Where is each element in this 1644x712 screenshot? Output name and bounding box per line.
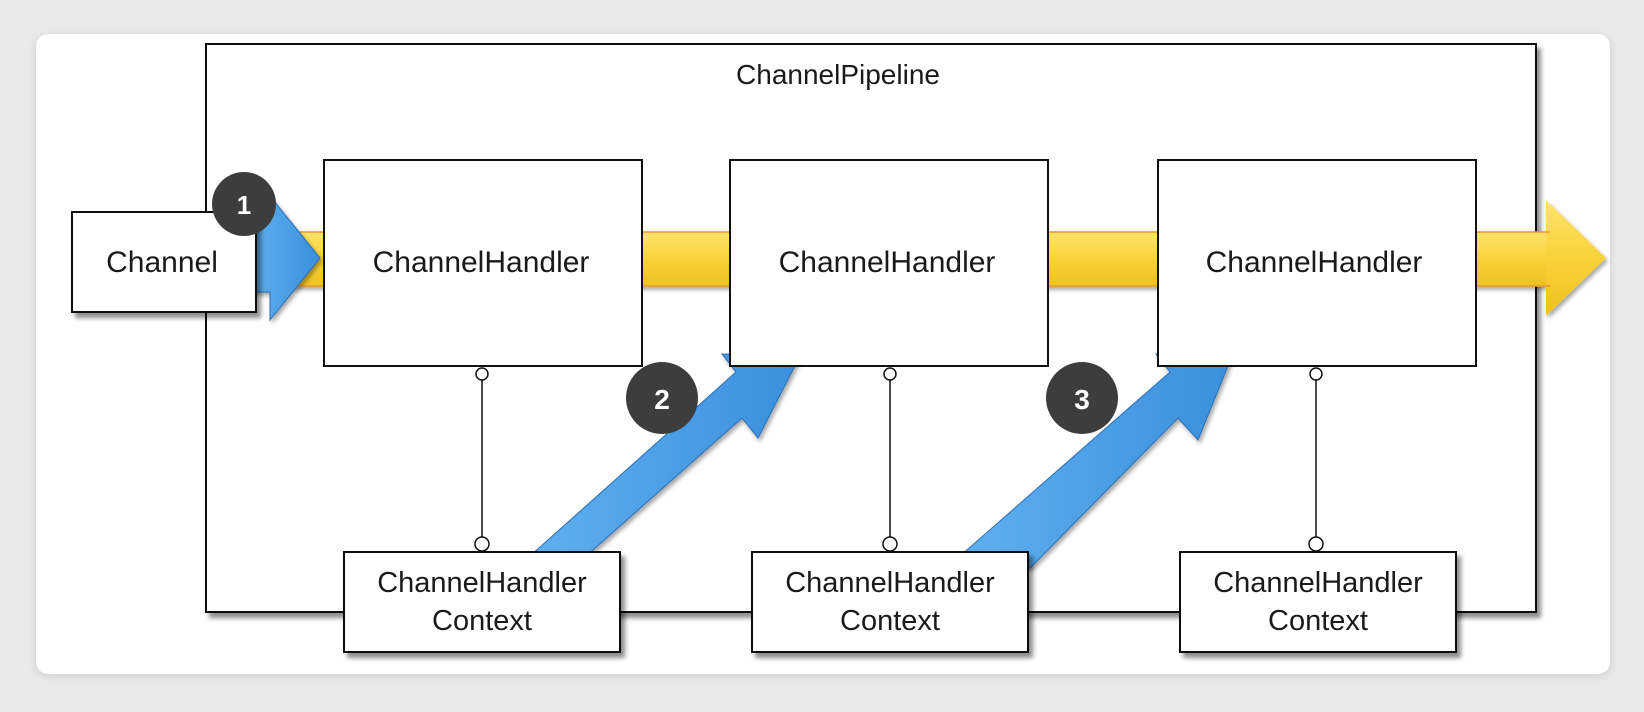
channel-handler-label-3: ChannelHandler [1206,246,1423,279]
step-badge-label-2: 2 [654,384,670,415]
channel-handler-box-3 [1157,159,1477,367]
handler-context-box-1 [343,551,621,653]
step-badge-3: 3 [1046,362,1118,434]
context-arrow-2 [528,353,801,557]
pipeline-title: ChannelPipeline [736,59,940,90]
step-badge-2: 2 [626,362,698,434]
step-badge-label-3: 3 [1074,384,1090,415]
context-arrow-3 [958,353,1233,569]
handler-context-label-2b: Context [840,605,940,637]
channel-handler-label-2: ChannelHandler [779,246,996,279]
step-badge-label-1: 1 [237,190,251,220]
handler-context-box-2 [751,551,1029,653]
handler-context-label-1a: ChannelHandler [377,567,587,599]
handler-context-label-3b: Context [1268,605,1368,637]
handler-context-label-3a: ChannelHandler [1213,567,1423,599]
step-badge-1: 1 [212,172,276,236]
handler-context-label-1b: Context [432,605,532,637]
channel-label: Channel [106,246,218,279]
handler-context-label-2a: ChannelHandler [785,567,995,599]
handler-context-box-3 [1179,551,1457,653]
channel-handler-box-2 [729,159,1049,367]
channel-handler-label-1: ChannelHandler [373,246,590,279]
channel-handler-box-1 [323,159,643,367]
context-connector-1 [474,367,490,552]
